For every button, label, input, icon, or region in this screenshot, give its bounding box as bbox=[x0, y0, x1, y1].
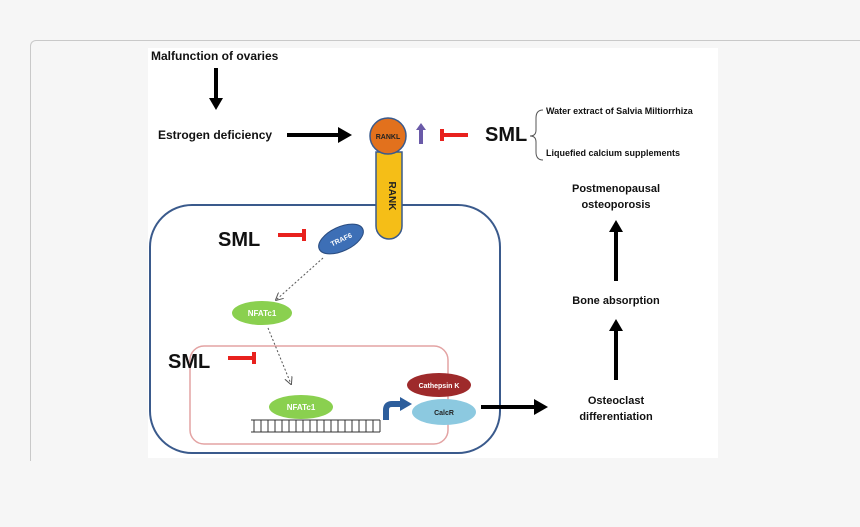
postmenopausal-label: Postmenopausal bbox=[572, 183, 660, 195]
down-arrow-icon bbox=[209, 68, 223, 110]
rankl-label: RANKL bbox=[376, 134, 401, 141]
rankl-ligand: RANKL bbox=[369, 117, 407, 155]
right-arrow-icon bbox=[287, 127, 352, 143]
dna-strand bbox=[251, 419, 381, 433]
rank-label: RANK bbox=[386, 182, 397, 212]
nfatc1-cyto-label: NFATc1 bbox=[248, 309, 277, 318]
liquefied-label: Liquefied calcium supplements bbox=[546, 148, 680, 158]
traf6-protein: TRAF6 bbox=[318, 223, 364, 255]
promoter-arrow-icon bbox=[383, 397, 412, 420]
cathepsin-label: Cathepsin K bbox=[419, 383, 460, 390]
malfunction-label: Malfunction of ovaries bbox=[151, 49, 279, 63]
pathway-figure: Malfunction of ovaries Estrogen deficien… bbox=[148, 48, 718, 458]
cathepsin-k-protein: Cathepsin K bbox=[407, 373, 471, 397]
bone-absorption-label: Bone absorption bbox=[572, 295, 660, 307]
sml-nucleus-label: SML bbox=[168, 351, 210, 373]
differentiation-label: differentiation bbox=[579, 411, 653, 423]
brace-icon bbox=[529, 109, 544, 161]
rank-receptor: RANK bbox=[375, 151, 403, 240]
estrogen-label: Estrogen deficiency bbox=[158, 128, 272, 142]
calcr-label: CalcR bbox=[434, 410, 454, 417]
up-arrow-icon bbox=[416, 123, 426, 144]
osteoporosis-label: osteoporosis bbox=[581, 199, 650, 211]
inhibition-icon bbox=[440, 129, 468, 141]
nfatc1-cytoplasm: NFATc1 bbox=[232, 301, 292, 325]
inhibition-icon bbox=[228, 352, 256, 364]
nfatc1-nucleus: NFATc1 bbox=[269, 395, 333, 419]
osteoclast-label: Osteoclast bbox=[588, 395, 645, 407]
right-arrow-icon bbox=[481, 399, 548, 415]
nucleus bbox=[189, 345, 449, 445]
water-extract-label: Water extract of Salvia Miltiorrhiza bbox=[546, 106, 694, 116]
up-arrow-icon bbox=[609, 319, 623, 380]
calcr-protein: CalcR bbox=[412, 399, 476, 425]
dotted-arrow bbox=[276, 257, 324, 300]
nfatc1-nuc-label: NFATc1 bbox=[287, 403, 316, 412]
pathway-diagram: Malfunction of ovaries Estrogen deficien… bbox=[149, 49, 694, 454]
sml-top-label: SML bbox=[485, 124, 527, 146]
up-arrow-icon bbox=[609, 220, 623, 281]
sml-traf6-label: SML bbox=[218, 229, 260, 251]
inhibition-icon bbox=[278, 229, 306, 241]
